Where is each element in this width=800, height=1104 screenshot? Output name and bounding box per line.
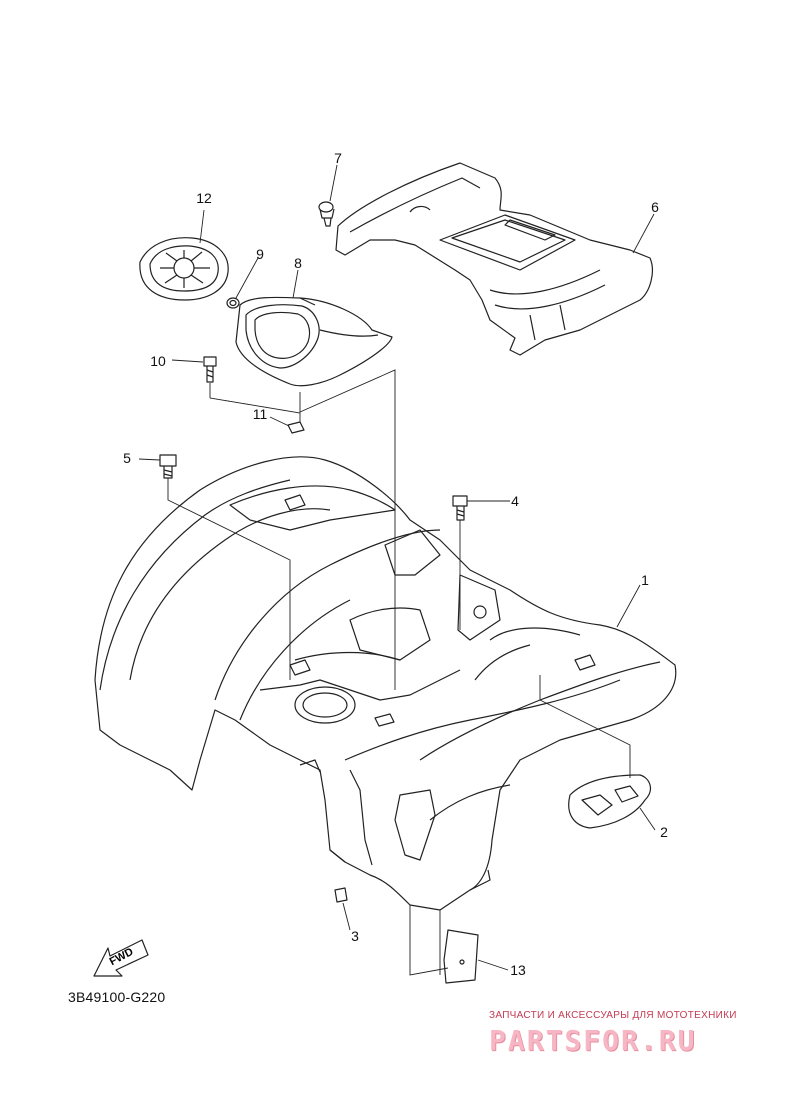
part-2-pad [568, 774, 652, 829]
callout-8: 8 [294, 255, 302, 271]
part-7-fastener [318, 201, 335, 227]
callout-1: 1 [641, 572, 649, 588]
callout-2: 2 [660, 824, 668, 840]
part-1-rear-fender [94, 456, 677, 911]
part-4-bolt [452, 495, 468, 521]
part-3-clip [334, 887, 348, 903]
callout-11: 11 [252, 406, 268, 422]
fwd-arrow-icon [93, 939, 149, 977]
callout-9: 9 [256, 246, 264, 262]
callout-10: 10 [150, 353, 166, 369]
part-8-panel [235, 296, 393, 387]
callout-7: 7 [334, 150, 342, 166]
part-11-clip [287, 421, 305, 434]
callout-13: 13 [510, 962, 526, 978]
part-10-bolt [203, 356, 217, 383]
callout-4: 4 [511, 493, 519, 509]
part-5-bolt [159, 454, 177, 479]
watermark-logo: PARTSFOR.RU [489, 1024, 697, 1057]
callout-12: 12 [196, 190, 212, 206]
callout-3: 3 [351, 928, 359, 944]
part-9-grommet [226, 297, 240, 309]
callout-6: 6 [651, 199, 659, 215]
callout-5: 5 [123, 450, 131, 466]
leader-lines [138, 164, 656, 976]
part-12-cover [139, 237, 229, 301]
watermark-tagline: ЗАПЧАСТИ И АКСЕССУАРЫ ДЛЯ МОТОТЕХНИКИ [489, 1010, 737, 1021]
drawing-code: 3B49100-G220 [68, 989, 166, 1005]
part-6-rack [335, 162, 653, 356]
part-13-flap [443, 929, 479, 984]
